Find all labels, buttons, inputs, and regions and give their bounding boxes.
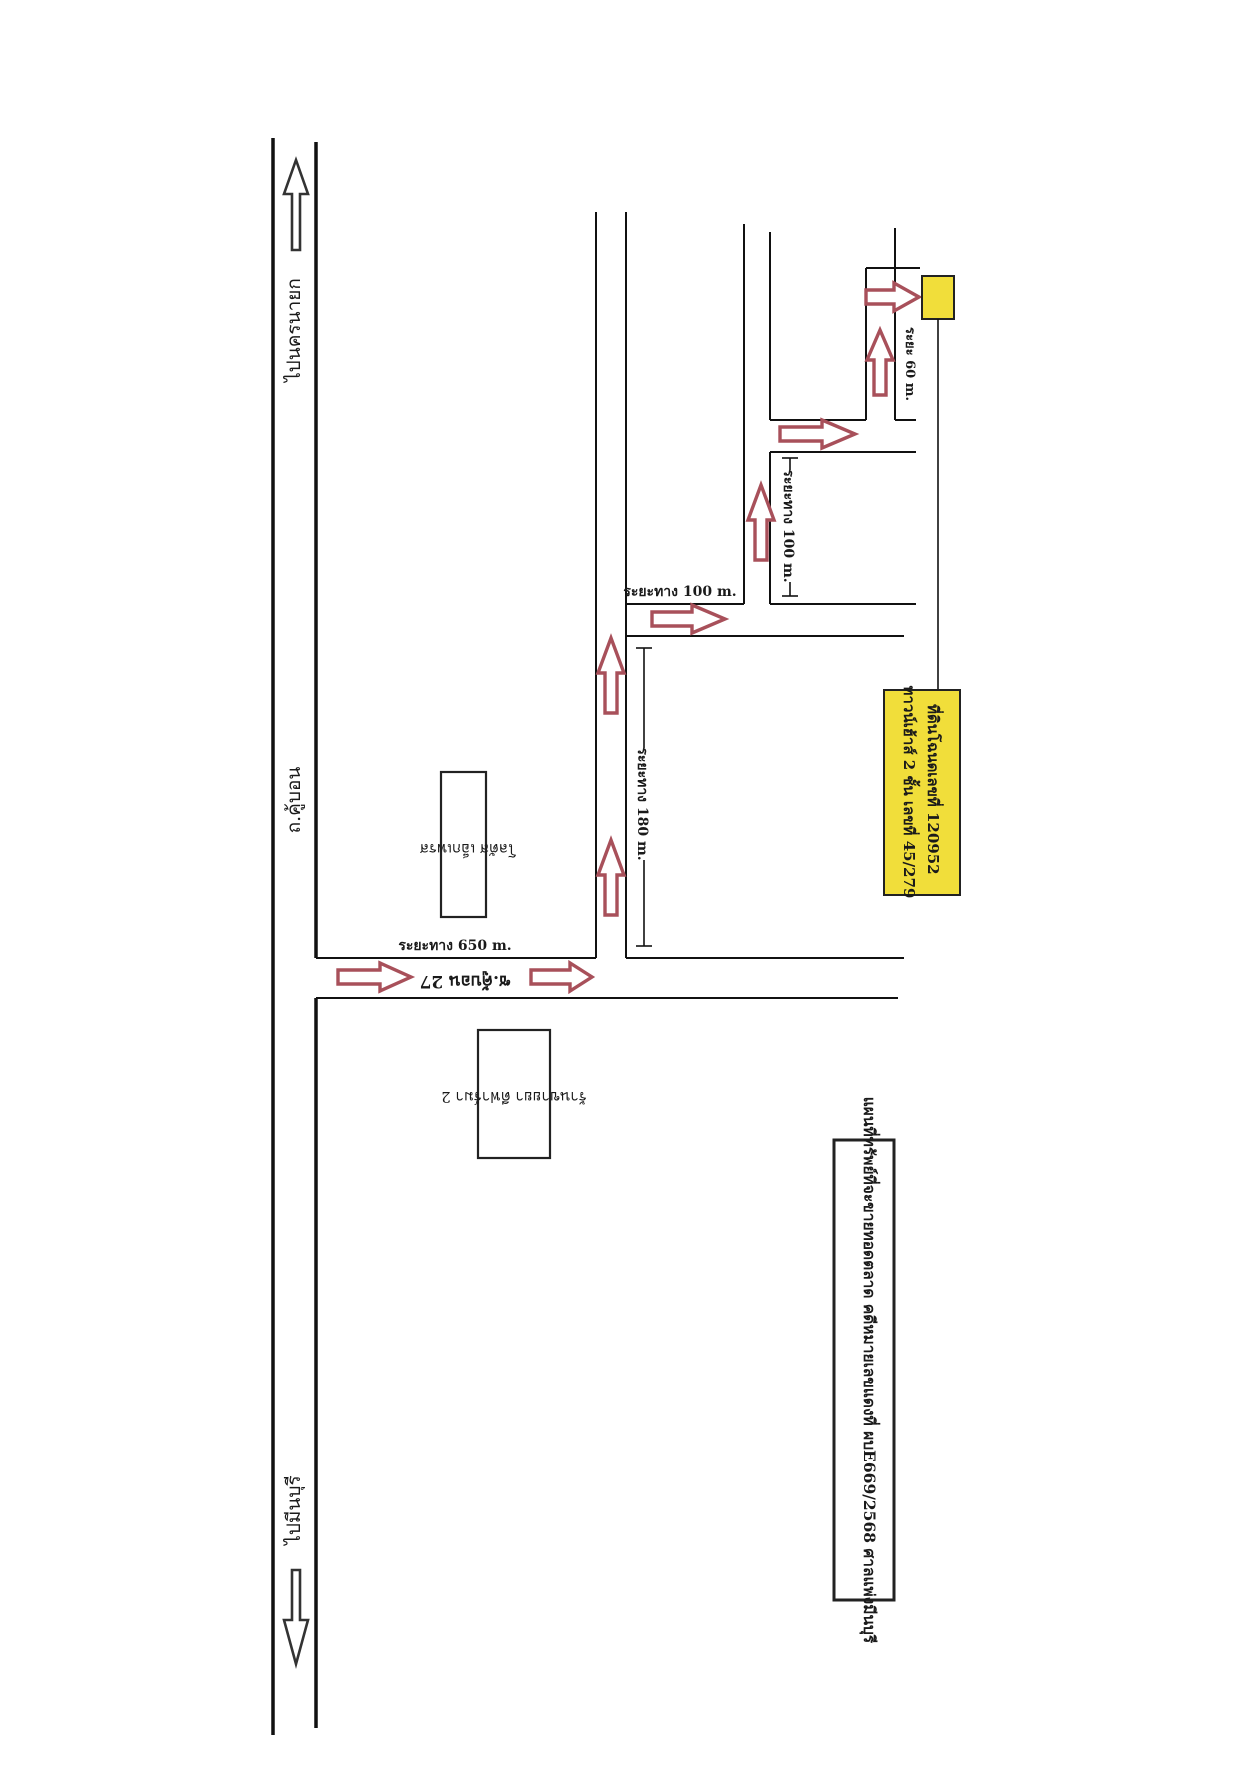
route-arrow-7	[778, 417, 860, 451]
route-arrow-1	[336, 960, 416, 994]
pharmacy-box	[476, 1028, 552, 1160]
to-min-buri-label: ไปมีนบุรี	[283, 1475, 306, 1546]
distance-650-label: ระยะทาง 650 m.	[398, 938, 511, 954]
map-title-box	[832, 1138, 896, 1602]
route-arrow-5	[650, 602, 730, 636]
distance-180-label: ระยะทาง 180 m.	[634, 747, 650, 860]
property-info-label: ที่ดินโฉนดเลขที่ 120952 ทาวน์เฮ้าส์ 2 ชั…	[900, 686, 944, 899]
route-arrow-3	[595, 835, 627, 917]
lotus-store-box	[439, 770, 488, 919]
map-title: แผนที่ทรัพย์ที่จะขายทอดตลาด คดีหมายเลขแด…	[859, 1097, 881, 1644]
soi-name-label: ซ.คู้บอน 27	[419, 970, 510, 991]
route-arrow-6	[745, 480, 777, 562]
property-info-line2: ทาวน์เฮ้าส์ 2 ชั้น เลขที่ 45/279	[900, 686, 921, 899]
property-info-box	[883, 689, 961, 896]
arrow-down-icon	[282, 1568, 310, 1669]
pharmacy-label-line: ร้านขายยา ดีฟาร์มา 2	[441, 1088, 587, 1106]
lotus-store-label: โลตัส เอ็กเพรส	[420, 840, 516, 859]
distance-60-label: ระยะ 60 m.	[902, 327, 917, 401]
road-name-label: ถ.คู้บอน	[283, 767, 305, 834]
arrow-up-icon	[282, 156, 310, 252]
property-info-line1: ที่ดินโฉนดเลขที่ 120952	[924, 704, 944, 874]
route-arrow-2	[529, 959, 596, 995]
dim-100-label-bg	[780, 470, 800, 582]
route-arrow-8	[864, 325, 896, 397]
to-nakhon-nayok-label: ไปนครนายก	[283, 278, 305, 384]
property-marker	[921, 275, 955, 320]
dim-180-label-bg	[634, 748, 654, 860]
route-arrow-4	[595, 633, 627, 715]
route-arrow-9	[864, 280, 923, 314]
distance-100-b-label: ระยะทาง 100 m.	[780, 469, 796, 582]
pharmacy-label: ร้านขายยา ดีฟาร์มา 2	[441, 1088, 587, 1106]
distance-100-a-label: ระยะทาง 100 m.	[623, 584, 736, 600]
